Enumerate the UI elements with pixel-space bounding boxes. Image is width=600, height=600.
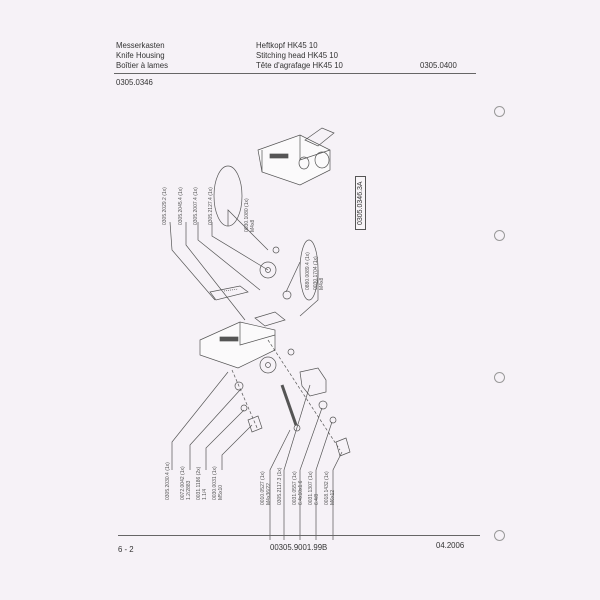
part-label: 0305.2029.2 (1x) bbox=[162, 187, 168, 225]
part-label: 0305.2045.4 (1x) bbox=[178, 187, 184, 225]
header-center-de: Heftkopf HK45 10 bbox=[256, 41, 318, 50]
sub-code: 0305.0346 bbox=[116, 78, 153, 87]
header-left-de: Messerkasten bbox=[116, 41, 165, 50]
part-label: 0018.1432 (1x)M6x12 bbox=[324, 471, 336, 505]
part-label: 0030.1080 (1x)M4x8 bbox=[244, 198, 256, 232]
part-label: 0305.2127.4 (1x) bbox=[208, 187, 214, 225]
header-center-en: Stitching head HK45 10 bbox=[256, 51, 338, 60]
punch-hole bbox=[494, 530, 505, 541]
part-label: 0305.2030.4 (1x) bbox=[165, 462, 171, 500]
part-label: 0031.0557 (1x)6.4x10x1.6 bbox=[292, 471, 304, 505]
header-center-fr: Tête d'agrafage HK45 10 bbox=[256, 61, 343, 70]
page-number: 6 - 2 bbox=[118, 545, 134, 554]
punch-hole bbox=[494, 106, 505, 117]
header-left-fr: Boîtier à lames bbox=[116, 61, 169, 70]
doc-code: 00305.9001.99B bbox=[270, 543, 328, 552]
part-label: 0010.0527 (1x)M4x36/22 bbox=[260, 471, 272, 505]
punch-hole bbox=[494, 372, 505, 383]
part-label: 0031.1186 (2x)1.1/4 bbox=[196, 466, 208, 500]
header-rule bbox=[114, 73, 476, 74]
header-code: 0305.0400 bbox=[420, 61, 457, 70]
part-label: 0030.0031 (1x)M5x10 bbox=[212, 466, 224, 500]
part-label: 0305.2117.3 (1x) bbox=[277, 467, 283, 505]
footer-rule bbox=[118, 535, 480, 536]
part-label: 0030.1704 (1x)M4x8 bbox=[313, 256, 325, 290]
part-label: 0305.2007.4 (1x) bbox=[193, 187, 199, 225]
punch-hole bbox=[494, 230, 505, 241]
part-label: 0072.0042 (1x)1.2/2883 bbox=[180, 466, 192, 500]
date: 04.2006 bbox=[436, 541, 465, 550]
part-label: 0880.0089.4 (1x) bbox=[305, 252, 311, 290]
header-left-en: Knife Housing bbox=[116, 51, 165, 60]
part-label: 0031.1307 (1x)6.4/8 bbox=[308, 471, 320, 505]
drawing-number: 0305.0346.3A bbox=[355, 176, 366, 230]
